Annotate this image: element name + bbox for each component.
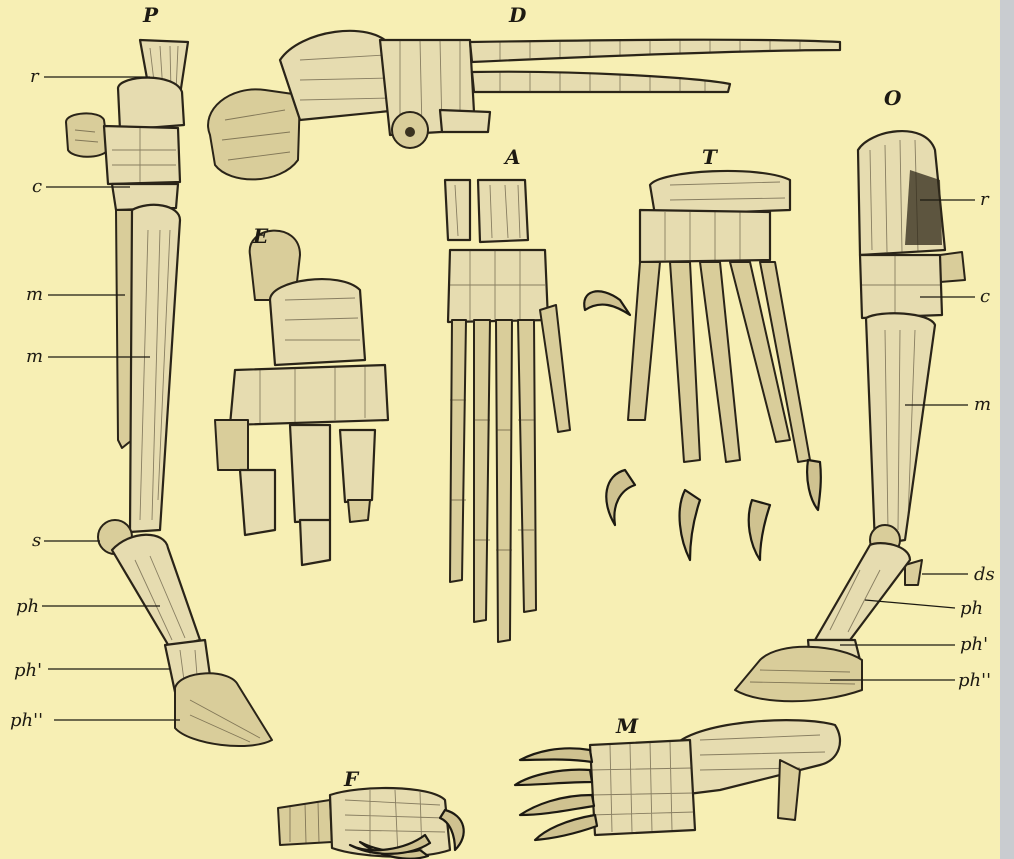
figure-f-paw: F xyxy=(278,767,464,859)
figure-a-letter: A xyxy=(503,145,521,169)
label-ph-double-prime-left: ph'' xyxy=(10,710,43,731)
figure-p-letter: P xyxy=(142,3,159,27)
figure-t-clawed-hand: T xyxy=(584,145,821,560)
figure-t-letter: T xyxy=(702,145,719,169)
label-ph-prime-right: ph' xyxy=(960,634,988,655)
scan-edge xyxy=(1000,0,1014,859)
label-ds-right: ds xyxy=(974,564,995,585)
figure-d-letter: D xyxy=(508,3,527,27)
label-r-right: r xyxy=(980,189,990,210)
label-m-left-1: m xyxy=(26,284,43,305)
label-ph-double-prime-right: ph'' xyxy=(958,670,991,691)
figure-d-limb: D xyxy=(208,3,840,179)
label-c-right: c xyxy=(980,286,990,307)
figure-o-letter: O xyxy=(884,86,902,110)
label-ph-right: ph xyxy=(960,598,983,619)
label-ph-left: ph xyxy=(16,596,39,617)
label-r-left: r xyxy=(30,66,40,87)
label-s-left: s xyxy=(32,530,41,551)
figure-e-foot: E xyxy=(215,224,388,565)
figure-a-hand: A xyxy=(445,145,570,642)
figure-f-letter: F xyxy=(343,767,360,791)
label-m-left-2: m xyxy=(26,346,43,367)
figure-m-limb: M xyxy=(515,714,840,840)
figure-e-letter: E xyxy=(252,224,269,248)
label-ph-prime-left: ph' xyxy=(14,660,42,681)
label-m-right: m xyxy=(974,394,991,415)
figure-m-letter: M xyxy=(615,714,639,738)
label-c-left: c xyxy=(32,176,42,197)
